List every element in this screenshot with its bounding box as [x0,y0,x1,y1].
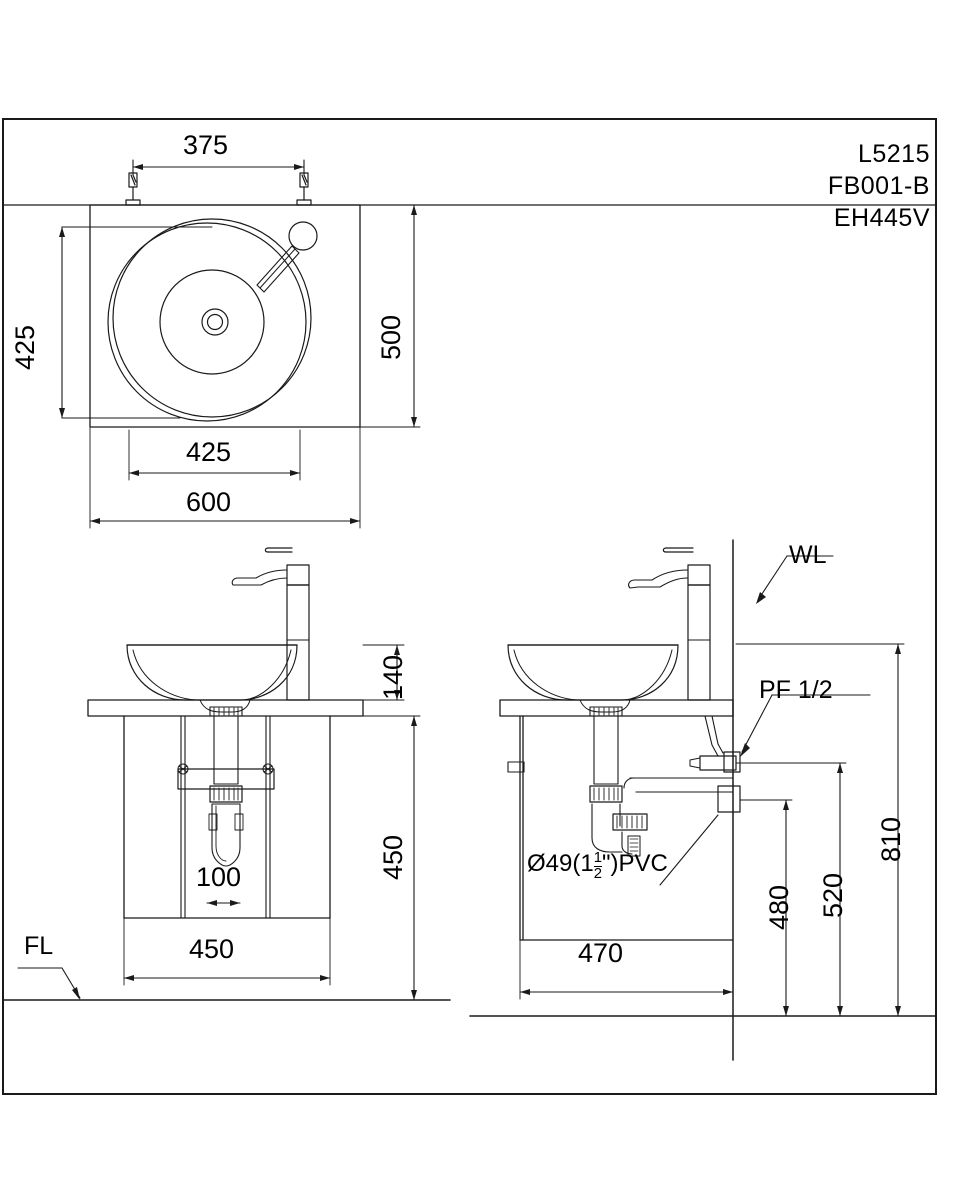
supply-thread-label: PF 1/2 [759,676,833,704]
dimension-counter-depth-side: 470 [578,938,624,968]
dimension-drain-height: 480 [764,884,794,930]
drain-pipe-suffix: ")PVC [601,850,668,877]
dimension-counter-width: 600 [186,487,232,517]
drawing-border [2,118,937,1095]
title-block: L5215 FB001-B EH445V [828,138,930,234]
dimension-basin-depth: 425 [10,324,40,370]
dimension-overall-height: 810 [876,816,906,862]
title-block-line-1: L5215 [857,140,930,168]
fraction-denominator: 2 [593,865,602,882]
dimension-bowl-height: 140 [378,654,408,700]
dimension-cabinet-width: 450 [189,934,235,964]
dimension-supply-spacing: 100 [196,862,242,892]
dimension-supply-height: 520 [818,872,848,918]
drain-pipe-prefix: Ø49(1 [527,850,594,877]
floor-line-label: FL [24,932,54,960]
dimension-counter-depth-top: 500 [376,314,406,360]
dimension-counter-to-floor: 450 [378,834,408,880]
fraction-numerator: 1 [593,850,602,867]
dimension-faucet-hole-spacing: 375 [183,130,229,160]
title-block-line-3: EH445V [833,204,930,232]
wall-line-label: WL [789,541,827,569]
dimension-basin-width: 425 [186,437,232,467]
title-block-line-2: FB001-B [827,172,930,200]
